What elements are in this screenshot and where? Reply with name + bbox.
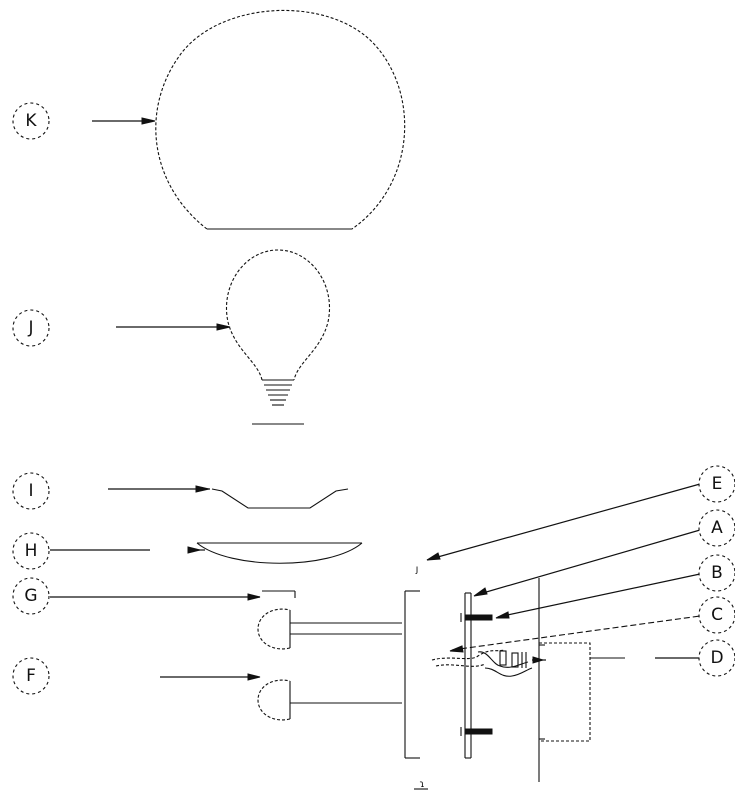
mounting-screw-bottom — [460, 727, 493, 736]
callout-k: K — [12, 102, 50, 140]
leader-c — [449, 615, 701, 653]
leader-g — [50, 593, 261, 601]
callout-label-d: D — [710, 648, 723, 668]
leader-j — [116, 323, 231, 331]
callout-label-i: I — [28, 481, 33, 501]
shade-holder-ring — [211, 488, 349, 509]
callout-j: J — [12, 309, 50, 347]
mounting-screw-top — [460, 613, 493, 622]
canopy-bowl — [196, 542, 363, 564]
light-bulb — [226, 249, 330, 425]
leader-f — [160, 673, 261, 681]
callout-h: H — [12, 532, 50, 570]
leader-a — [473, 529, 701, 597]
callout-a: A — [698, 509, 735, 547]
callout-c: C — [698, 596, 735, 634]
callout-label-a: A — [711, 518, 723, 538]
callout-label-g: G — [24, 586, 37, 606]
mounting-bracket — [404, 590, 420, 759]
leader-h — [50, 546, 205, 554]
callout-b: B — [698, 554, 735, 592]
callout-label-b: B — [711, 563, 723, 583]
leader-b — [495, 573, 701, 619]
callout-e: E — [698, 465, 735, 503]
leader-i — [108, 485, 210, 493]
junction-box — [539, 642, 625, 742]
callout-d: D — [698, 639, 735, 677]
small-screw-mark: ȷ — [415, 564, 419, 575]
callout-label-e: E — [712, 474, 723, 494]
callout-label-j: J — [27, 318, 33, 338]
callout-g: G — [12, 577, 50, 615]
callout-i: I — [12, 472, 50, 510]
callout-f: F — [12, 657, 50, 695]
wire-connectors — [431, 649, 533, 677]
leader-e — [426, 483, 701, 561]
bracket-bottom-mark: ɿ — [419, 779, 424, 790]
washer-nut — [262, 590, 296, 598]
socket-rings — [257, 608, 402, 721]
callout-label-h: H — [25, 541, 38, 561]
leader-k — [92, 117, 156, 125]
callout-label-k: K — [25, 111, 37, 131]
callout-label-f: F — [26, 666, 36, 686]
callout-label-c: C — [711, 605, 723, 625]
leader-d — [532, 656, 700, 664]
globe-shade — [155, 9, 406, 230]
